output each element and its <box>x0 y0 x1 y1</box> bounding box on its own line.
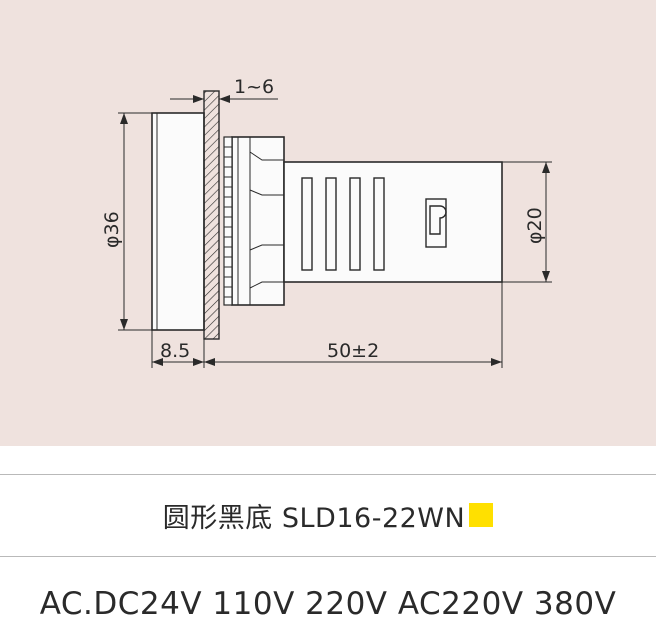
product-title: 圆形黑底 SLD16-22WN <box>162 502 466 534</box>
dim-panel-thickness: 1~6 <box>234 76 274 98</box>
dim-bezel-depth: 8.5 <box>160 340 190 362</box>
voltage-list: AC.DC24V 110V 220V AC220V 380V <box>39 586 617 622</box>
voltage-row: AC.DC24V 110V 220V AC220V 380V <box>0 578 656 630</box>
product-title-row: 圆形黑底 SLD16-22WN <box>0 478 656 552</box>
divider-bottom <box>0 556 656 557</box>
dim-tube-diameter: φ20 <box>524 207 546 244</box>
vent-slots <box>301 177 385 271</box>
locking-nut <box>231 136 285 306</box>
dim-length: 50±2 <box>327 340 379 362</box>
technical-drawing-panel: 1~6 φ36 φ20 8.5 50±2 <box>0 0 656 446</box>
bezel-outline <box>151 112 205 331</box>
dimension-drawing: 1~6 φ36 φ20 8.5 50±2 <box>101 76 552 368</box>
terminal-clip <box>425 198 447 248</box>
mounting-panel <box>203 90 220 340</box>
divider-top <box>0 474 656 475</box>
dim-body-diameter: φ36 <box>101 211 123 248</box>
housing-body <box>283 161 503 283</box>
color-swatch <box>469 503 494 527</box>
